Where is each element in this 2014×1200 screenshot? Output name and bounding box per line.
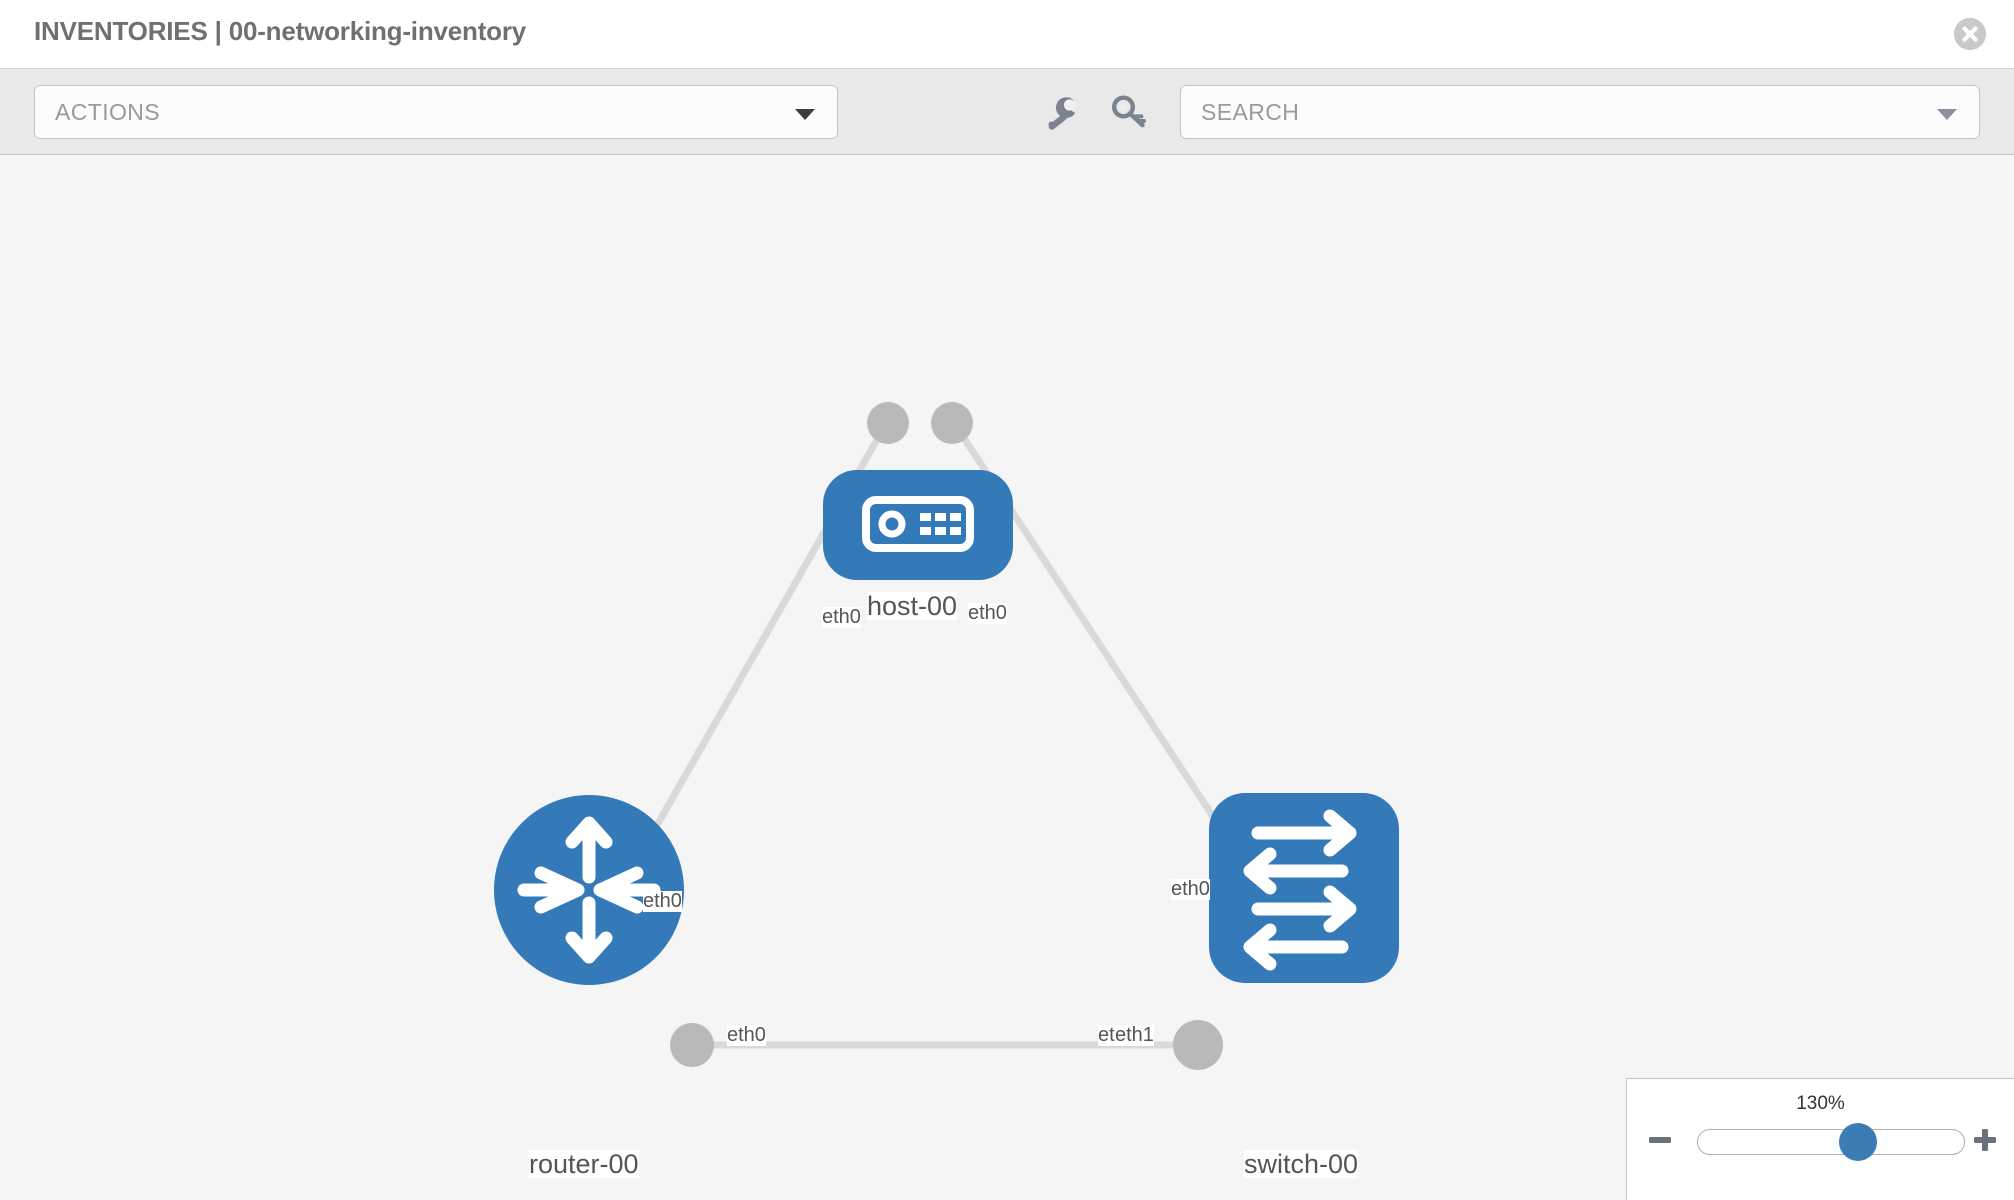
wrench-icon[interactable] (1040, 91, 1084, 135)
search-input[interactable]: SEARCH (1180, 85, 1980, 139)
plus-icon[interactable] (1972, 1127, 1998, 1158)
zoom-slider[interactable] (1697, 1123, 1965, 1161)
node-router-00[interactable] (494, 795, 684, 985)
toolbar: ACTIONS SEARCH (0, 69, 2014, 155)
search-placeholder: SEARCH (1201, 99, 1300, 125)
minus-icon[interactable] (1647, 1127, 1673, 1158)
topology-graph[interactable] (0, 155, 2014, 1200)
zoom-percent-label: 130% (1796, 1093, 1845, 1114)
edge-label-switch00-uplink-eth0: eth0 (1171, 878, 1210, 900)
node-switch-00[interactable] (1209, 793, 1399, 983)
edge-label-host00-eth0-left: eth0 (822, 606, 861, 628)
key-icon[interactable] (1108, 91, 1152, 135)
page-header: INVENTORIES | 00-networking-inventory (0, 0, 2014, 69)
zoom-control-panel: 130% (1626, 1078, 2014, 1200)
edge-label-router00-uplink-eth0: eth0 (643, 890, 682, 912)
actions-dropdown-label: ACTIONS (55, 99, 161, 125)
topology-canvas[interactable]: eth0 eth0 host-00 eth0 eth0 eth0 eth eth… (0, 155, 2014, 1200)
connector-router00-right[interactable] (670, 1023, 714, 1067)
connector-host00-right[interactable] (931, 402, 973, 444)
node-label-host-00: host-00 (867, 591, 958, 621)
page-title: INVENTORIES | 00-networking-inventory (34, 16, 527, 46)
connector-switch00-left[interactable] (1173, 1020, 1223, 1070)
node-label-switch-00: switch-00 (1244, 1149, 1359, 1179)
zoom-slider-thumb[interactable] (1839, 1123, 1877, 1161)
node-host-00[interactable] (823, 470, 1013, 580)
actions-dropdown[interactable]: ACTIONS (34, 85, 838, 139)
edge-label-host00-eth0-right: eth0 (968, 602, 1007, 624)
node-label-router-00: router-00 (529, 1149, 639, 1179)
connector-host00-left[interactable] (867, 402, 909, 444)
edge-label-router00-eth0: eth0 (727, 1024, 766, 1046)
chevron-down-icon (795, 109, 815, 120)
chevron-down-icon[interactable] (1937, 109, 1957, 120)
edge-label-switch00-eth1: eth1 (1115, 1024, 1154, 1046)
close-icon[interactable] (1954, 18, 1986, 50)
